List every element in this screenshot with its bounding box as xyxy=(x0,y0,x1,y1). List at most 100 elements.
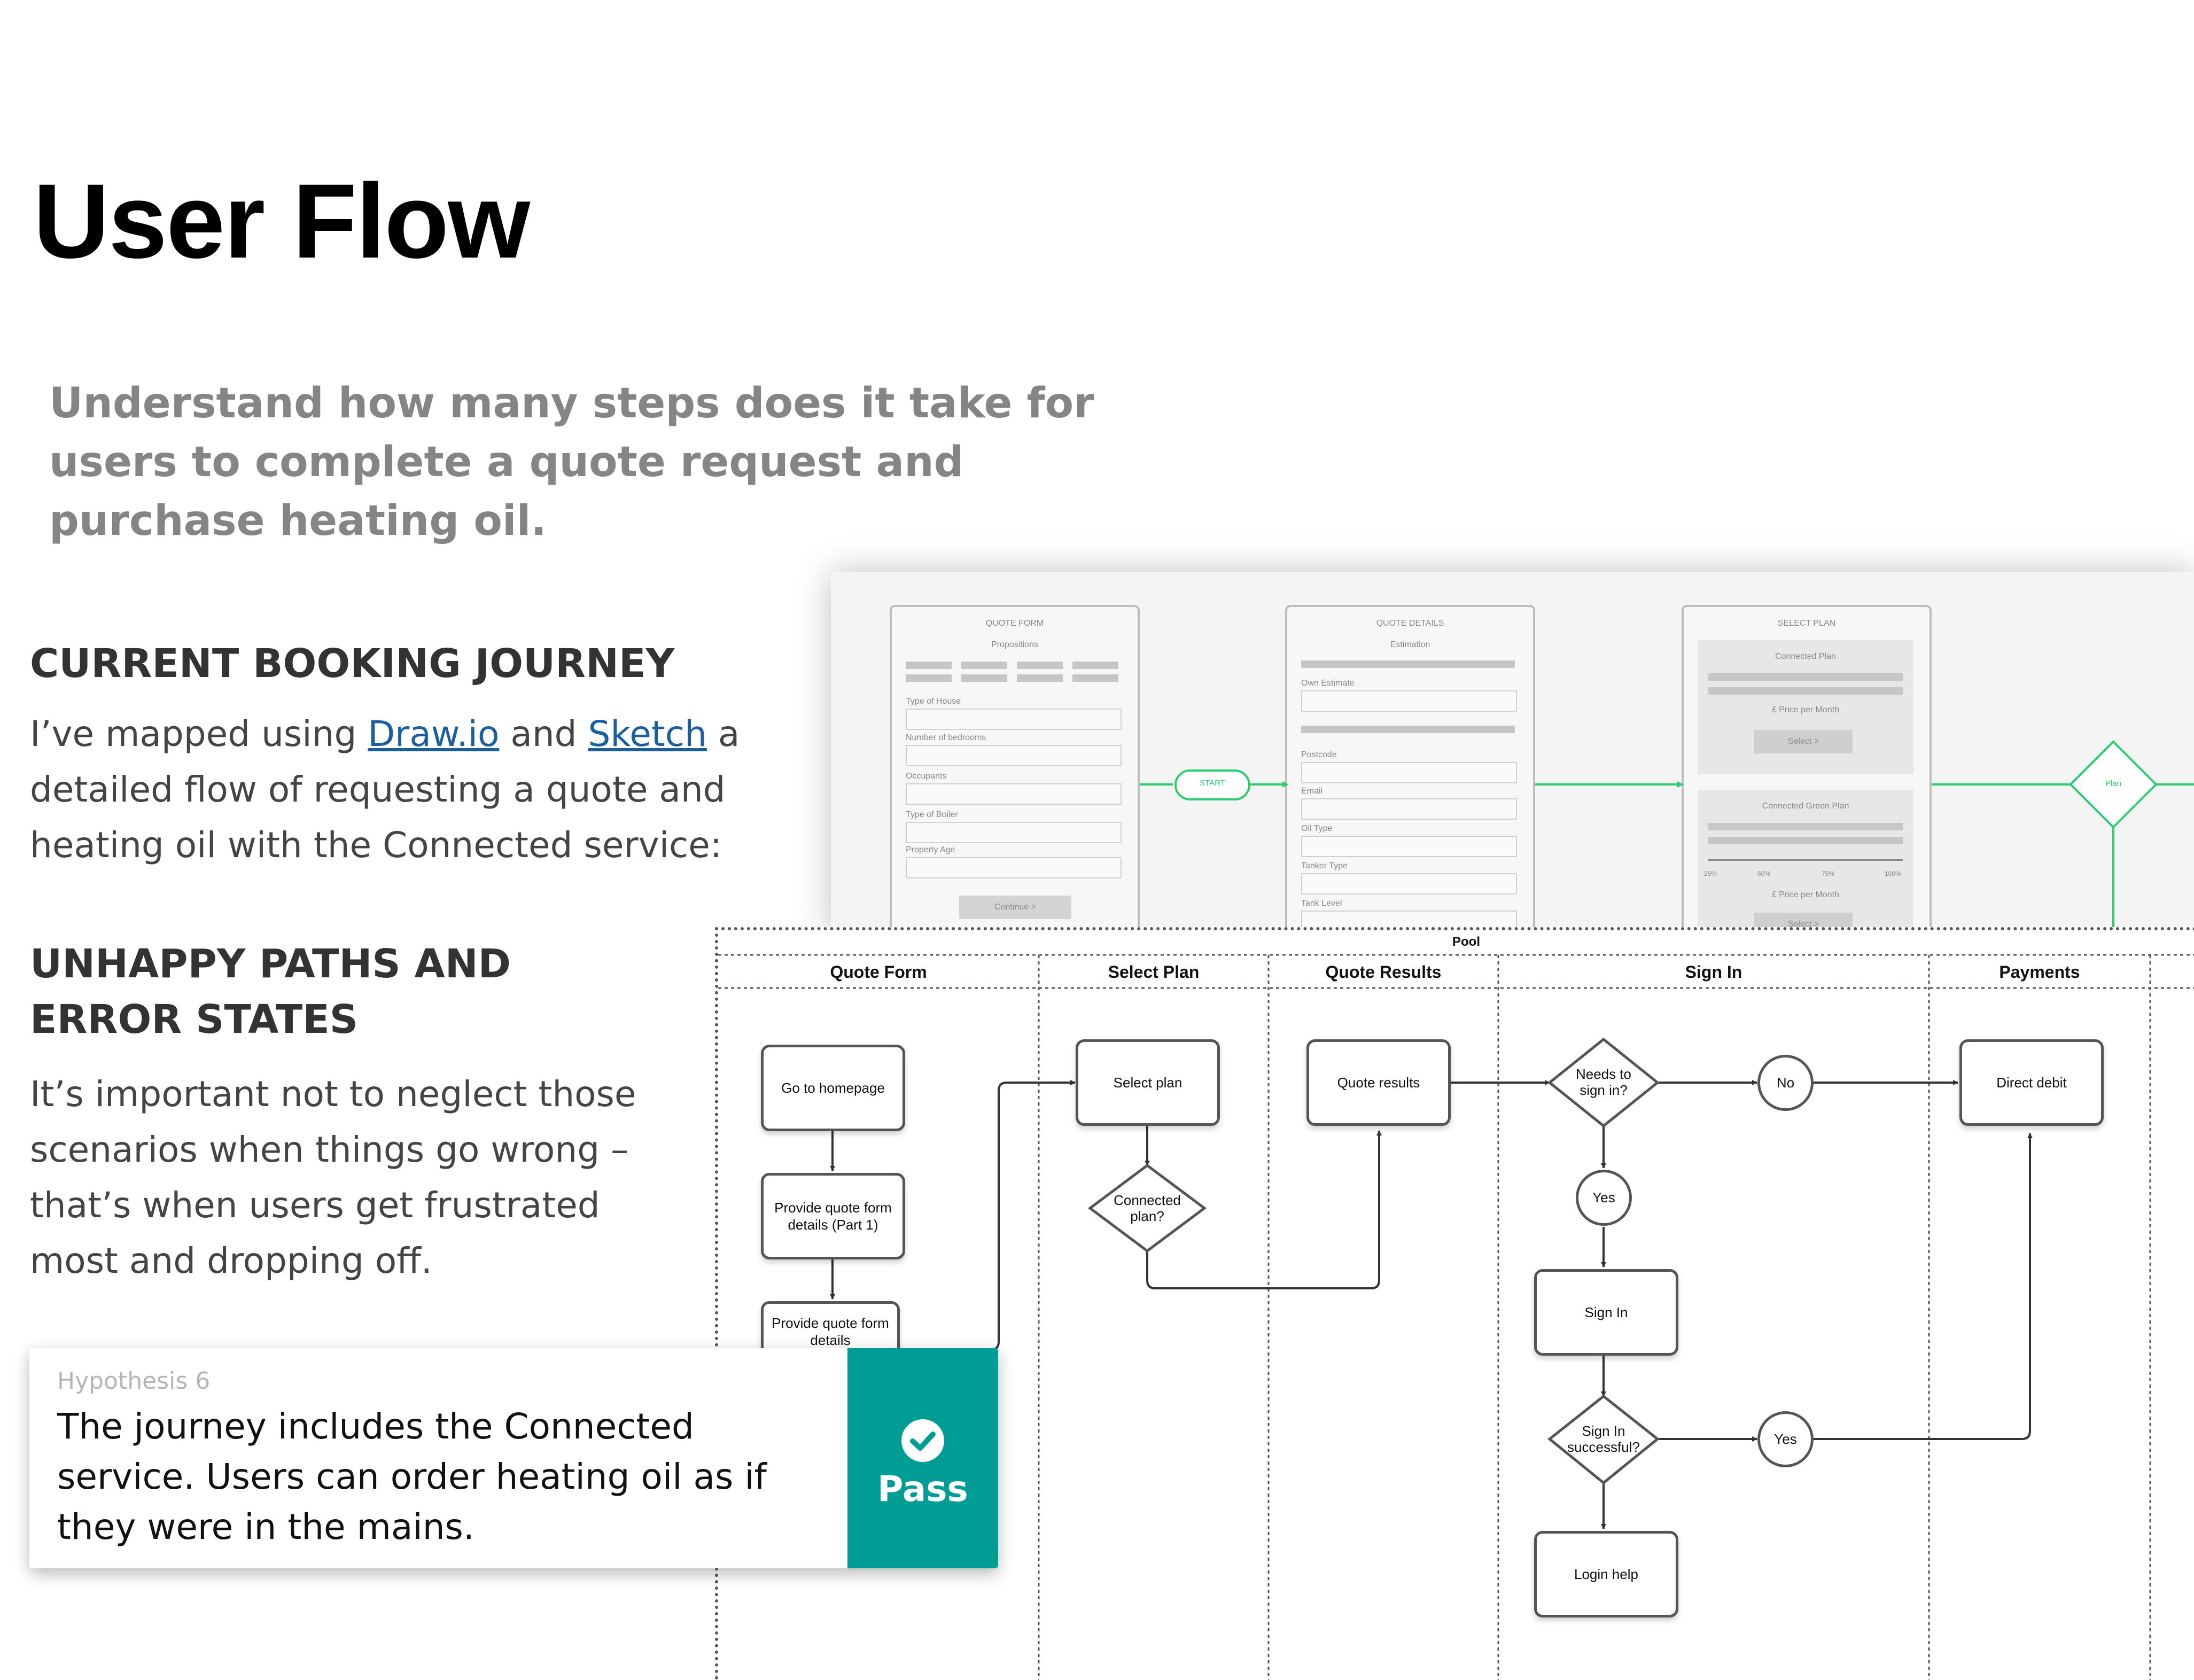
wf-select[interactable] xyxy=(906,822,1122,843)
lane-sign-in: Sign In xyxy=(1685,962,1742,982)
current-journey-text: I’ve mapped using Draw.io and Sketch a d… xyxy=(30,706,741,873)
wf-bar xyxy=(1708,837,1903,844)
wf-continue-button[interactable]: Continue > xyxy=(959,896,1071,919)
wf-field-label: Type of House xyxy=(906,697,961,706)
flow-arrow xyxy=(900,1080,1076,1351)
go-homepage-node: Go to homepage xyxy=(761,1045,905,1131)
sketch-link[interactable]: Sketch xyxy=(588,713,707,755)
signin-success-diamond xyxy=(1547,1394,1660,1485)
wf-bar xyxy=(1301,660,1515,668)
wf-start-label: START xyxy=(1200,779,1225,788)
wf-plan-label: Plan xyxy=(2105,779,2122,788)
wf-bar xyxy=(1072,662,1118,669)
select-plan-node: Select plan xyxy=(1076,1039,1220,1126)
journey-text-before: I’ve mapped using xyxy=(30,713,368,755)
wf-bar xyxy=(1708,673,1903,681)
journey-text-after: a detailed flow of requesting a quote an… xyxy=(30,713,740,866)
unhappy-heading-line2: ERROR STATES xyxy=(30,997,359,1043)
wf-bar xyxy=(1017,674,1063,682)
wf-price1: £ Price per Month xyxy=(1771,705,1840,714)
lane-select-plan: Select Plan xyxy=(1108,962,1200,982)
wf-select[interactable] xyxy=(906,709,1122,730)
quote-part1-node: Provide quote form details (Part 1) xyxy=(761,1173,905,1259)
pool-label: Pool xyxy=(1452,935,1480,949)
check-circle-icon xyxy=(901,1419,944,1462)
journey-text-mid: and xyxy=(499,713,588,755)
wf-card1-subtitle: Propositions xyxy=(991,640,1039,649)
wireframe-panel: QUOTE FORM Propositions Type of House Nu… xyxy=(831,572,2194,935)
current-journey-heading: CURRENT BOOKING JOURNEY xyxy=(30,641,675,687)
yes-success-node: Yes xyxy=(1757,1411,1814,1467)
drawio-link[interactable]: Draw.io xyxy=(368,713,500,755)
wf-bar xyxy=(1072,674,1118,682)
pass-label: Pass xyxy=(877,1468,968,1510)
lane-quote-form: Quote Form xyxy=(830,962,927,982)
login-help-node: Login help xyxy=(1534,1531,1678,1617)
unhappy-text: It’s important not to neglect those scen… xyxy=(30,1074,636,1281)
signin-success-label: Sign In successful? xyxy=(1567,1423,1640,1455)
wf-field-label: Type of Boiler xyxy=(906,810,958,819)
pass-badge: Pass xyxy=(847,1348,998,1568)
wf-bar xyxy=(906,674,952,682)
sign-in-node: Sign In xyxy=(1534,1269,1678,1356)
unhappy-heading: UNHAPPY PATHS AND ERROR STATES xyxy=(30,936,511,1047)
wf-price2: £ Price per Month xyxy=(1771,890,1840,899)
wf-field-label: Tank Level xyxy=(1301,899,1342,908)
wireframe-quote-details: QUOTE DETAILS Estimation Own Estimate Po… xyxy=(1285,605,1535,935)
wf-bar xyxy=(906,662,952,669)
wf-select[interactable] xyxy=(906,783,1122,805)
wf-field-label: Number of bedrooms xyxy=(906,733,986,742)
wf-tick: 100% xyxy=(1885,870,1901,877)
quote-results-node: Quote results xyxy=(1306,1039,1451,1126)
flowchart-lines xyxy=(718,954,2194,1680)
page-subtitle: Understand how many steps does it take f… xyxy=(49,379,1094,545)
no-node: No xyxy=(1757,1055,1814,1111)
wf-bar xyxy=(1301,726,1515,733)
wf-card3-title: SELECT PLAN xyxy=(1777,619,1836,628)
wireframe-quote-form: QUOTE FORM Propositions Type of House Nu… xyxy=(890,605,1140,935)
wf-select[interactable] xyxy=(906,857,1122,878)
yes-node: Yes xyxy=(1576,1170,1632,1226)
wf-plan2-name: Connected Green Plan xyxy=(1762,802,1849,811)
lane-quote-results: Quote Results xyxy=(1325,962,1442,982)
flowchart-panel: Pool Quote Form Select Plan Quote Result… xyxy=(715,927,2194,1680)
wf-field-label: Postcode xyxy=(1301,750,1337,759)
unhappy-heading-line1: UNHAPPY PATHS AND xyxy=(30,941,511,987)
wf-select[interactable] xyxy=(1301,873,1517,895)
wf-field-label: Email xyxy=(1301,787,1323,796)
wf-card2-subtitle: Estimation xyxy=(1390,640,1430,649)
lane-payments: Payments xyxy=(1999,962,2080,982)
wf-connectors xyxy=(1140,740,2194,935)
wf-tick: 75% xyxy=(1822,870,1835,877)
wf-slider-track[interactable] xyxy=(1708,859,1903,861)
wf-select[interactable] xyxy=(1301,836,1517,857)
wf-bar xyxy=(961,674,1007,682)
wf-field-label: Occupants xyxy=(906,772,947,781)
wf-plan-box: Connected Plan £ Price per Month Select … xyxy=(1698,640,1913,774)
wf-card2-title: QUOTE DETAILS xyxy=(1376,619,1444,628)
needs-signin-diamond xyxy=(1547,1037,1660,1128)
wf-tick: 25% xyxy=(1704,870,1717,877)
hypothesis-card: Hypothesis 6 The journey includes the Co… xyxy=(29,1348,998,1568)
wf-plan1-name: Connected Plan xyxy=(1775,652,1836,661)
wf-field-label: Oil Type xyxy=(1301,824,1333,833)
wf-bar xyxy=(961,662,1007,669)
flow-arrow xyxy=(1814,1133,2033,1440)
connected-plan-diamond xyxy=(1087,1163,1207,1253)
page-title: User Flow xyxy=(33,162,530,280)
wf-field-label: Property Age xyxy=(906,845,955,854)
wf-input[interactable] xyxy=(1301,762,1517,783)
wf-tick: 50% xyxy=(1757,870,1771,877)
wf-card1-title: QUOTE FORM xyxy=(985,619,1044,628)
wf-input[interactable] xyxy=(1301,690,1517,712)
hypothesis-label: Hypothesis 6 xyxy=(57,1367,211,1395)
wf-select1-button[interactable]: Select > xyxy=(1754,730,1853,753)
wf-bar xyxy=(1708,687,1903,695)
wf-field-label: Own Estimate xyxy=(1301,679,1355,688)
wf-select[interactable] xyxy=(906,745,1122,766)
flow-arrow xyxy=(1146,1130,1382,1289)
connected-plan-label: Connected plan? xyxy=(1114,1192,1181,1224)
wf-input[interactable] xyxy=(1301,798,1517,820)
wf-bar xyxy=(1708,823,1903,830)
hypothesis-text: The journey includes the Connected servi… xyxy=(57,1406,767,1547)
